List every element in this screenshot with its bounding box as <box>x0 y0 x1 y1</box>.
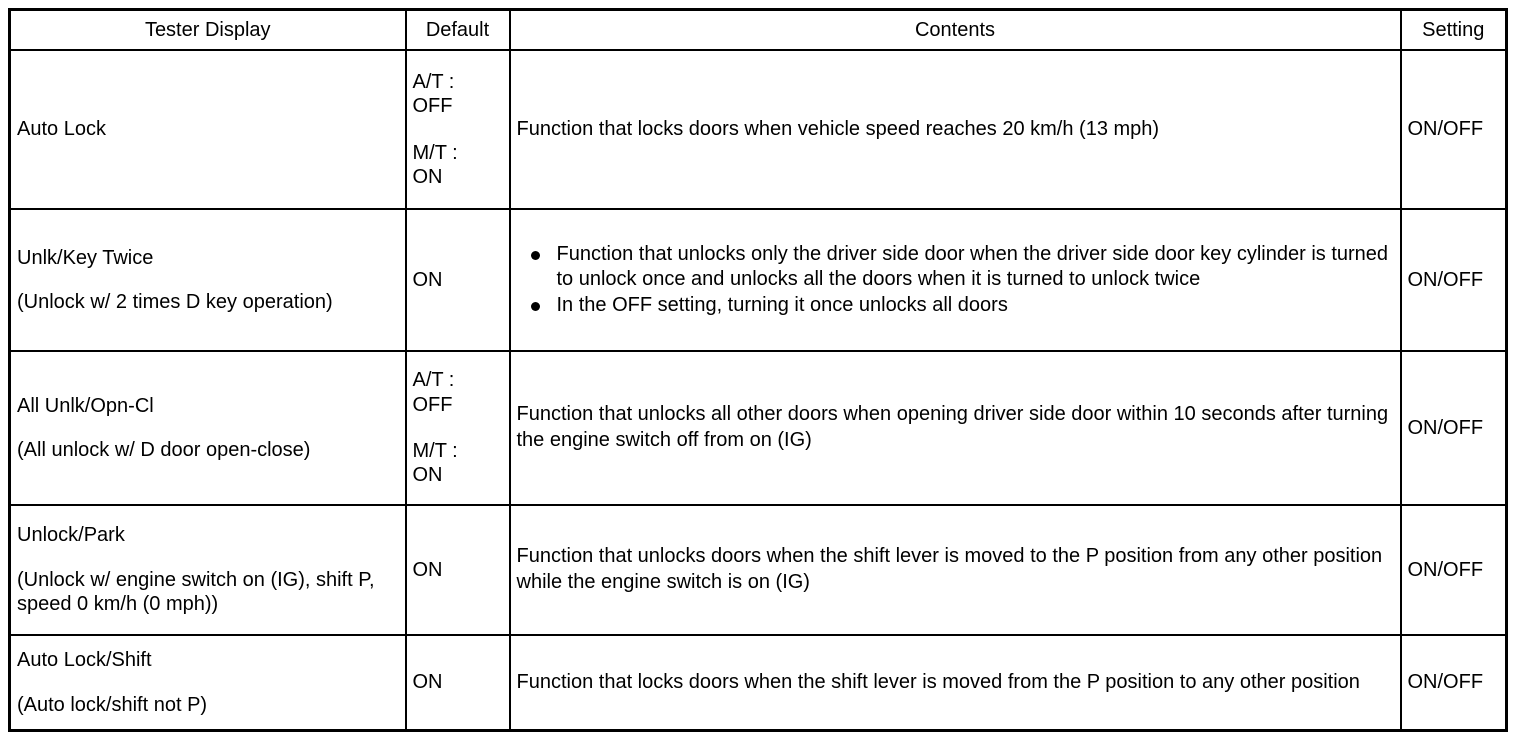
table-row: Auto Lock/Shift (Auto lock/shift not P) … <box>8 634 1508 732</box>
cell-contents: Function that unlocks only the driver si… <box>508 208 1402 352</box>
table-row: Auto Lock A/T : OFF M/T : ON Function th… <box>8 49 1508 210</box>
contents-paragraph: Function that unlocks all other doors wh… <box>516 403 1389 451</box>
list-item: In the OFF setting, turning it once unlo… <box>517 293 1394 318</box>
default-spacer <box>413 417 503 439</box>
cell-default: ON <box>404 504 511 636</box>
cell-contents: Function that unlocks all other doors wh… <box>508 350 1402 506</box>
default-value-stack: A/T : OFF M/T : ON <box>413 70 503 190</box>
door-lock-settings-table: Tester Display Default Contents Setting … <box>8 8 1508 732</box>
tester-name-primary: All Unlk/Opn-Cl <box>17 394 154 417</box>
cell-default: ON <box>404 208 511 352</box>
list-item-text: Function that unlocks only the driver si… <box>556 242 1389 290</box>
cell-setting: ON/OFF <box>1399 504 1508 636</box>
cell-tester-display: All Unlk/Opn-Cl (All unlock w/ D door op… <box>8 350 407 506</box>
contents-paragraph: Function that unlocks doors when the shi… <box>516 545 1383 593</box>
cell-setting: ON/OFF <box>1399 350 1508 506</box>
cell-default: A/T : OFF M/T : ON <box>404 49 511 210</box>
list-item: Function that unlocks only the driver si… <box>517 242 1394 292</box>
cell-tester-display: Unlk/Key Twice (Unlock w/ 2 times D key … <box>8 208 407 352</box>
contents-bullet-list: Function that unlocks only the driver si… <box>517 242 1394 318</box>
tester-name-primary: Auto Lock/Shift <box>17 649 152 672</box>
cell-setting: ON/OFF <box>1399 634 1508 732</box>
column-header-setting: Setting <box>1399 8 1508 51</box>
tester-name-secondary: (Unlock w/ engine switch on (IG), shift … <box>17 568 375 616</box>
column-header-default: Default <box>404 8 511 51</box>
default-line: A/T : <box>412 369 455 392</box>
default-line: OFF <box>412 95 453 118</box>
tester-name-secondary: (Unlock w/ 2 times D key operation) <box>17 291 333 313</box>
cell-default: ON <box>404 634 511 732</box>
cell-contents: Function that unlocks doors when the shi… <box>508 504 1402 636</box>
cell-contents: Function that locks doors when the shift… <box>508 634 1402 732</box>
cell-tester-display: Unlock/Park (Unlock w/ engine switch on … <box>8 504 407 636</box>
cell-setting: ON/OFF <box>1399 208 1508 352</box>
cell-setting: ON/OFF <box>1399 49 1508 210</box>
default-line: ON <box>412 464 443 487</box>
table-row: All Unlk/Opn-Cl (All unlock w/ D door op… <box>8 350 1508 506</box>
bullet-dot-icon <box>530 301 540 311</box>
default-line: ON <box>412 165 443 188</box>
cell-contents: Function that locks doors when vehicle s… <box>508 49 1402 210</box>
cell-tester-display: Auto Lock/Shift (Auto lock/shift not P) <box>8 634 407 732</box>
default-line: A/T : <box>412 70 455 93</box>
cell-tester-display: Auto Lock <box>8 49 407 210</box>
tester-name-secondary: (All unlock w/ D door open-close) <box>17 439 311 461</box>
bullet-dot-icon <box>530 250 540 260</box>
contents-paragraph: Function that locks doors when the shift… <box>516 670 1360 693</box>
tester-name-secondary: (Auto lock/shift not P) <box>17 693 208 716</box>
tester-name-primary: Unlk/Key Twice <box>17 246 154 269</box>
tester-name-primary: Auto Lock <box>17 118 106 141</box>
default-line: M/T : <box>412 141 458 164</box>
list-item-text: In the OFF setting, turning it once unlo… <box>556 293 1008 316</box>
table-header: Tester Display Default Contents Setting <box>8 8 1508 51</box>
table-row: Unlk/Key Twice (Unlock w/ 2 times D key … <box>8 208 1508 352</box>
default-line: M/T : <box>412 440 458 462</box>
column-header-contents: Contents <box>508 8 1402 51</box>
default-value-stack: A/T : OFF M/T : ON <box>413 368 503 488</box>
cell-default: A/T : OFF M/T : ON <box>404 350 511 506</box>
column-header-tester-display: Tester Display <box>8 8 407 51</box>
table-header-row: Tester Display Default Contents Setting <box>8 8 1508 51</box>
tester-name-primary: Unlock/Park <box>17 524 125 547</box>
table-row: Unlock/Park (Unlock w/ engine switch on … <box>8 504 1508 636</box>
table-body: Auto Lock A/T : OFF M/T : ON Function th… <box>8 49 1508 732</box>
default-line: OFF <box>412 393 453 416</box>
default-spacer <box>413 119 503 141</box>
contents-paragraph: Function that locks doors when vehicle s… <box>516 117 1160 140</box>
